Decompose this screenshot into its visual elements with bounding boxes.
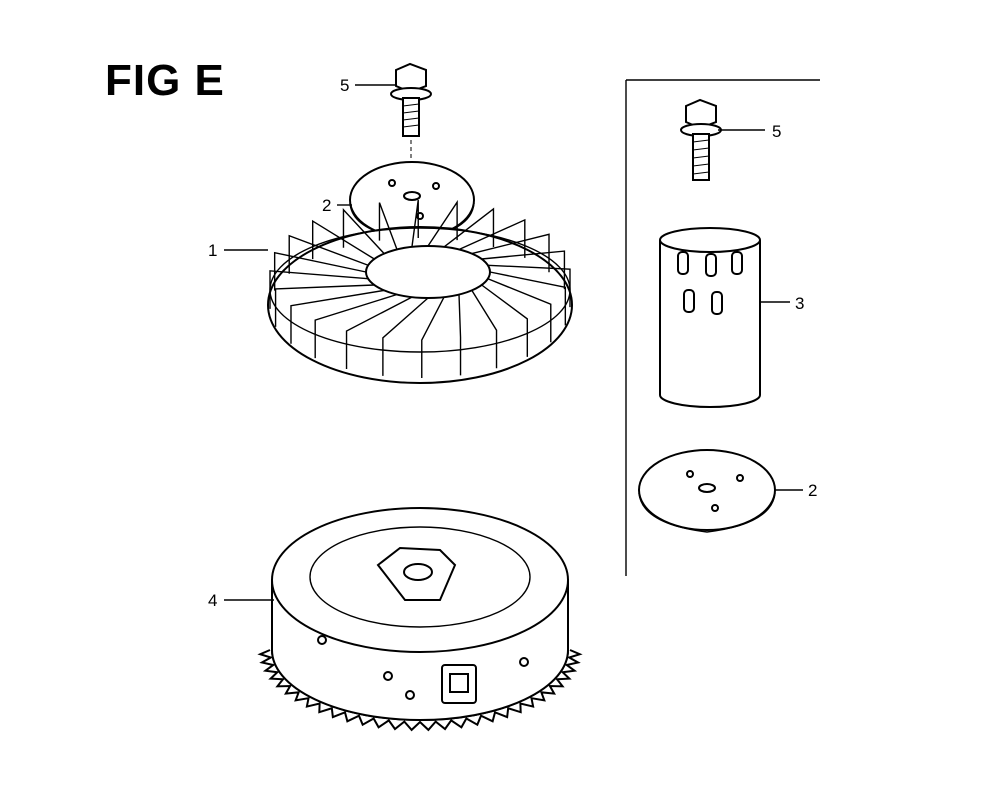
fan-fin xyxy=(487,264,571,308)
callout-label: 2 xyxy=(322,196,331,215)
fan-fin xyxy=(382,297,429,376)
fan-fin xyxy=(273,251,367,291)
fan-fin xyxy=(481,250,566,290)
fan-fin xyxy=(378,202,398,250)
fan-fin xyxy=(471,233,550,273)
figure-title: FIG E xyxy=(105,56,225,105)
callout-label: 4 xyxy=(208,591,217,610)
fan-fin xyxy=(458,294,462,376)
fan-fin xyxy=(481,284,529,357)
fan-fin xyxy=(471,290,498,369)
fan-part xyxy=(267,199,573,384)
sleeve-part xyxy=(659,227,761,408)
fan-fin xyxy=(489,271,567,326)
fan-fin xyxy=(342,208,385,255)
bolt-part-left xyxy=(390,62,432,185)
fan-fin xyxy=(269,270,369,309)
plate-part-left xyxy=(349,161,475,241)
fan-fin xyxy=(288,234,369,274)
fan-fin xyxy=(345,296,413,370)
callout-label: 5 xyxy=(340,76,349,95)
fan-fin xyxy=(274,284,375,327)
fan-fin xyxy=(411,199,419,247)
fan-fin xyxy=(314,293,398,359)
callout-label: 5 xyxy=(772,122,781,141)
bolt-part-right xyxy=(680,98,722,181)
callout-label: 1 xyxy=(208,241,217,260)
fan-fin xyxy=(421,296,445,378)
fan-fin xyxy=(458,218,526,258)
fan-fin xyxy=(427,199,458,247)
flywheel-part xyxy=(257,507,583,732)
fan-fin xyxy=(290,289,385,344)
plate-part-right xyxy=(638,449,776,533)
fan-fin xyxy=(487,278,552,343)
divider xyxy=(625,79,820,576)
fan-fin xyxy=(311,219,375,260)
callout-label: 3 xyxy=(795,294,804,313)
callout-label: 2 xyxy=(808,481,817,500)
